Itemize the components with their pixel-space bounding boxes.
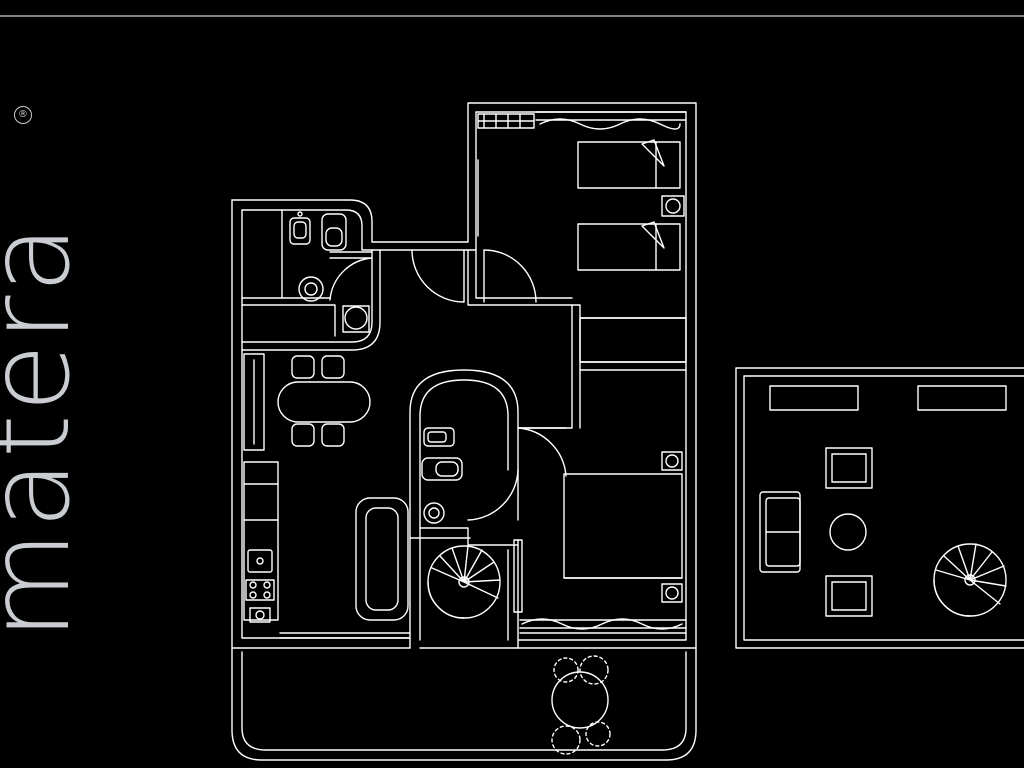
living-kitchen xyxy=(243,353,409,623)
bathroom-1 xyxy=(289,211,373,333)
bathroom-2 xyxy=(421,427,463,524)
bedroom-twin xyxy=(477,111,687,363)
registered-mark: ® xyxy=(14,106,32,124)
terrace-table xyxy=(551,655,611,755)
spiral-stair-interior xyxy=(427,545,501,619)
roof-terrace xyxy=(735,367,1024,649)
bedroom-double xyxy=(513,451,687,630)
doors xyxy=(411,249,567,521)
apartment-walls xyxy=(231,102,697,649)
terrace xyxy=(231,632,697,761)
